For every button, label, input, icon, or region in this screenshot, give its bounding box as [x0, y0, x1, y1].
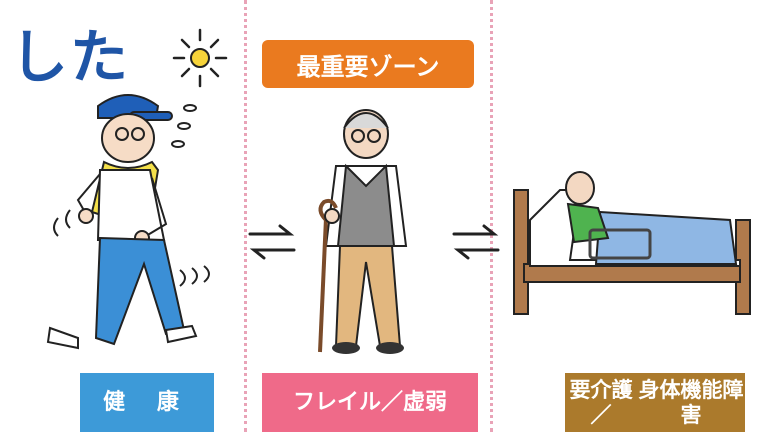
- divider-right: [490, 0, 493, 432]
- divider-left: [244, 0, 247, 432]
- stage-frail-label: フレイル／虚弱: [262, 373, 478, 432]
- page-title: した: [10, 23, 131, 91]
- bidirectional-arrow-icon: [452, 224, 500, 260]
- stage-care-label-line2: 身体機能障害: [638, 378, 744, 427]
- bedridden-icon: [513, 171, 751, 315]
- stage-healthy-label: 健 康: [80, 373, 214, 432]
- stage-care-label-line1: 要介護／: [569, 378, 633, 427]
- most-important-zone-badge: 最重要ゾーン: [262, 40, 474, 88]
- walking-man-icon: [46, 94, 210, 350]
- elderly-cane-icon: [318, 109, 408, 354]
- stage-care-label: 要介護／ 身体機能障害: [565, 373, 745, 432]
- bidirectional-arrow-icon: [248, 224, 296, 260]
- sun-icon: [172, 28, 228, 88]
